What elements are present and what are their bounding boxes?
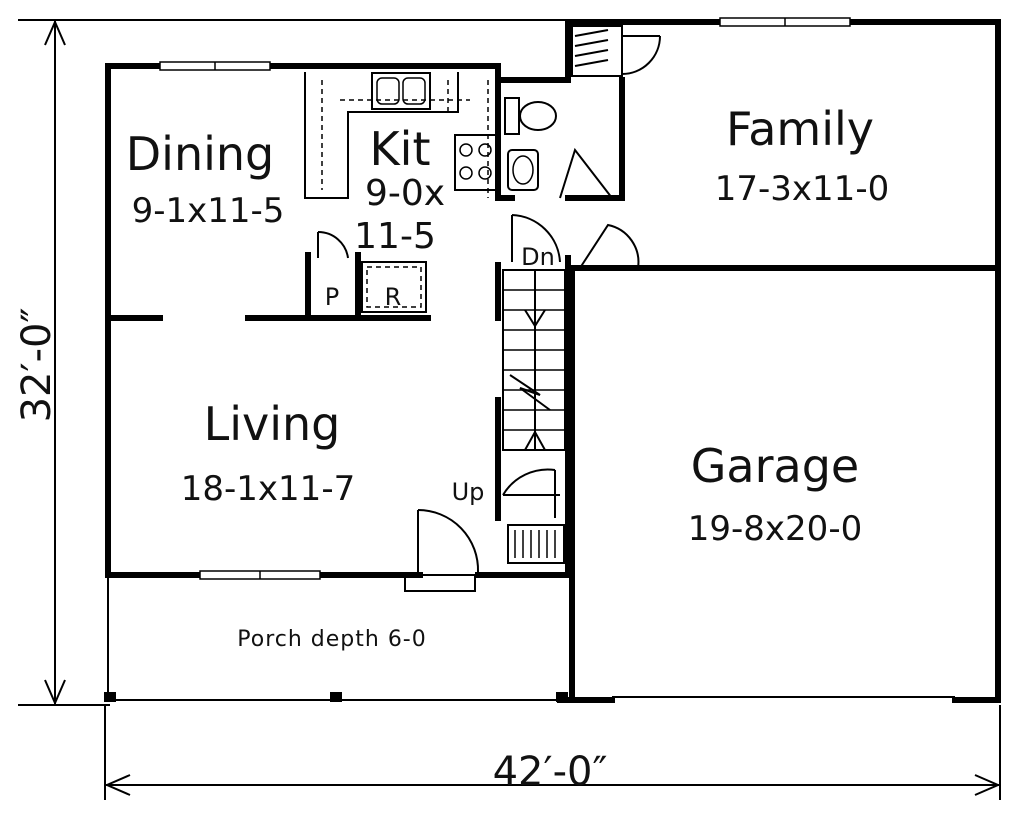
pantry-door <box>317 230 349 259</box>
dining-name: Dining <box>126 127 275 181</box>
refrigerator-label: R <box>385 283 402 311</box>
kitchen-dims-line2: 11-5 <box>354 216 436 257</box>
bathroom-fixtures <box>504 97 613 199</box>
kitchen-dims-line1: 9-0x <box>365 173 445 214</box>
kitchen-name: Kit <box>370 122 431 176</box>
garage-dims: 19-8x20-0 <box>688 509 862 549</box>
dimension-depth <box>18 19 565 706</box>
dimension-width <box>104 705 1001 800</box>
stairs-down-label: Dn <box>521 243 555 271</box>
stairs-up-label: Up <box>452 478 485 506</box>
family-name: Family <box>726 102 874 156</box>
living-dims: 18-1x11-7 <box>181 469 355 509</box>
family-door <box>579 223 640 269</box>
front-door <box>404 509 480 592</box>
stair-door <box>511 214 561 263</box>
windows <box>159 17 851 580</box>
family-dims: 17-3x11-0 <box>715 169 889 209</box>
dining-dims: 9-1x11-5 <box>132 191 285 231</box>
overall-depth-label: 32′-0″ <box>14 308 60 423</box>
porch-label: Porch depth 6-0 <box>237 627 427 652</box>
porch <box>104 575 568 702</box>
garage-name: Garage <box>691 439 859 493</box>
kitchen-fixtures <box>304 72 498 313</box>
stairs <box>502 269 566 564</box>
closet <box>571 25 661 77</box>
living-name: Living <box>204 397 341 451</box>
overall-width-label: 42′-0″ <box>493 749 608 795</box>
pantry-label: P <box>325 283 339 311</box>
